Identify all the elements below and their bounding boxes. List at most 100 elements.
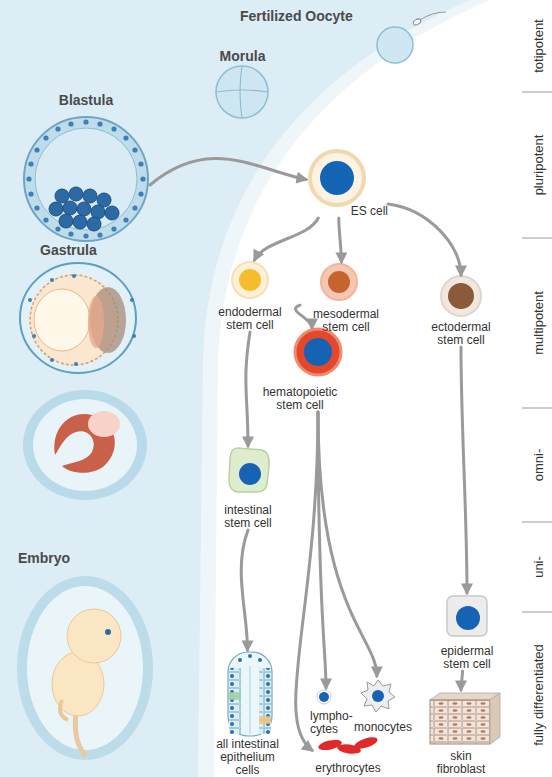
gastrula-drawing-part: [88, 296, 104, 348]
cell-label: lympho- cytes: [310, 710, 353, 736]
cell-node: lympho- cytes: [310, 688, 350, 736]
blastula-drawing-part-part: [83, 189, 97, 203]
gastrula-drawing-part-part: [74, 362, 78, 366]
villus-drawing-part: [229, 668, 241, 734]
blastula-drawing-part-part: [138, 161, 143, 166]
ectodermal-cell-drawing-part: [441, 276, 481, 316]
potency-label: multipotent: [531, 291, 546, 355]
mesodermal-cell-drawing: [321, 264, 357, 300]
blastula-drawing-part-part: [26, 176, 31, 181]
cell-node: ES cell: [306, 148, 388, 218]
gastrula-drawing-part-part: [32, 334, 36, 338]
cell-node: ectodermal stem cell: [415, 275, 507, 347]
stage-node: Gastrula: [18, 242, 143, 377]
villus-drawing-part: [259, 668, 271, 734]
villus-drawing-part-part: [238, 658, 242, 662]
potency-label: pluripotent: [531, 135, 546, 196]
oocyte-drawing-part: [420, 12, 446, 20]
lymphocyte-drawing-part: [319, 692, 329, 702]
cell-label: epidermal stem cell: [428, 645, 506, 671]
lineage-arrow: [461, 671, 463, 690]
cell-node: endodermal stem cell: [205, 260, 295, 332]
cell-label: ectodermal stem cell: [422, 321, 500, 347]
cell-label: erythrocytes: [315, 762, 380, 775]
cell-label: all intestinal epithelium cells: [207, 738, 289, 777]
lineage-arrow: [150, 159, 306, 185]
cell-label: endodermal stem cell: [211, 306, 289, 332]
embryo-early-drawing-part: [88, 411, 120, 437]
embryo-drawing-part: [60, 700, 68, 720]
endodermal-cell-drawing-part: [239, 269, 261, 291]
gastrula-drawing-part: [34, 289, 90, 351]
es-cell-drawing-part: [320, 161, 354, 195]
villus-drawing-part: [228, 652, 272, 736]
blastula-drawing-part-part: [55, 189, 69, 203]
blastula-drawing-part-part: [28, 191, 33, 196]
blastula-drawing-part-part: [105, 206, 119, 220]
cell-node: hematopoietic stem cell: [250, 328, 350, 412]
blastula-drawing-part-part: [140, 176, 145, 181]
gastrula-drawing-part: [28, 274, 136, 366]
stage-label: Morula: [220, 48, 266, 64]
cell-node: erythrocytes: [312, 737, 384, 775]
blastula-drawing-part-part: [69, 187, 83, 201]
blastula-drawing-part-part: [43, 135, 48, 140]
blastula-drawing-part-part: [28, 161, 33, 166]
embryo-drawing: [17, 576, 153, 760]
skin-drawing-part: [430, 693, 500, 700]
mesodermal-cell-drawing-part: [328, 271, 350, 293]
monocyte-drawing-part: [372, 690, 384, 702]
lineage-arrow: [246, 332, 250, 446]
gastrula-drawing-part-part: [50, 278, 54, 282]
blastula-drawing-part-part: [49, 202, 63, 216]
cell-node: intestinal stem cell: [210, 446, 286, 530]
villus-drawing-part: [238, 654, 262, 662]
band-separators-part: [522, 612, 552, 613]
cell-node: monocytes: [352, 676, 414, 734]
cell-label: ES cell: [351, 205, 388, 218]
gastrula-drawing-part-part: [50, 358, 54, 362]
band-separators-part: [522, 408, 552, 409]
hematopoietic-cell-drawing: [295, 329, 341, 375]
intestinal-cell-drawing-part: [239, 463, 261, 485]
intestinal-cell-drawing: [229, 448, 269, 492]
background-region-part: [0, 0, 470, 777]
stage-label: Gastrula: [40, 242, 97, 258]
mesodermal-cell-drawing-part: [321, 264, 357, 300]
villus-drawing-part: [229, 692, 241, 700]
villus-drawing-part: [259, 716, 271, 724]
blastula-drawing-part-part: [97, 232, 102, 237]
blastula-drawing-part-part: [132, 205, 137, 210]
oocyte-drawing-part: [377, 27, 413, 63]
potency-label: uni-: [531, 556, 546, 578]
blastula-drawing-part: [49, 187, 119, 231]
cell-node: all intestinal epithelium cells: [200, 650, 295, 777]
morula-drawing-part: [216, 66, 268, 118]
blastula-drawing: [24, 117, 148, 241]
blastula-drawing-part-part: [34, 147, 39, 152]
band-separators-part: [522, 92, 552, 93]
monocyte-drawing: [361, 680, 395, 712]
lineage-arrow: [255, 218, 319, 260]
oocyte-drawing: [377, 12, 446, 63]
villus-drawing-part: [250, 666, 251, 734]
villus-drawing: [228, 652, 272, 736]
stage-node: Morula: [205, 48, 280, 120]
blastula-drawing-part-part: [111, 226, 116, 231]
lineage-arrow: [318, 412, 377, 676]
stage-node: Blastula: [22, 92, 150, 242]
gastrula-drawing-part: [20, 263, 136, 373]
blastula-drawing-part-part: [59, 214, 73, 228]
blastula-drawing-part-part: [55, 126, 60, 131]
stage-label: Embryo: [18, 550, 70, 566]
lymphocyte-drawing-part: [317, 690, 331, 704]
gastrula-drawing-part-part: [72, 274, 76, 278]
cell-node: skin fibroblast: [425, 690, 497, 776]
lineage-arrow: [296, 412, 318, 750]
cell-label: hematopoietic stem cell: [255, 386, 345, 412]
lineage-arrow: [318, 412, 326, 688]
cell-label: mesodermal stem cell: [307, 308, 385, 334]
